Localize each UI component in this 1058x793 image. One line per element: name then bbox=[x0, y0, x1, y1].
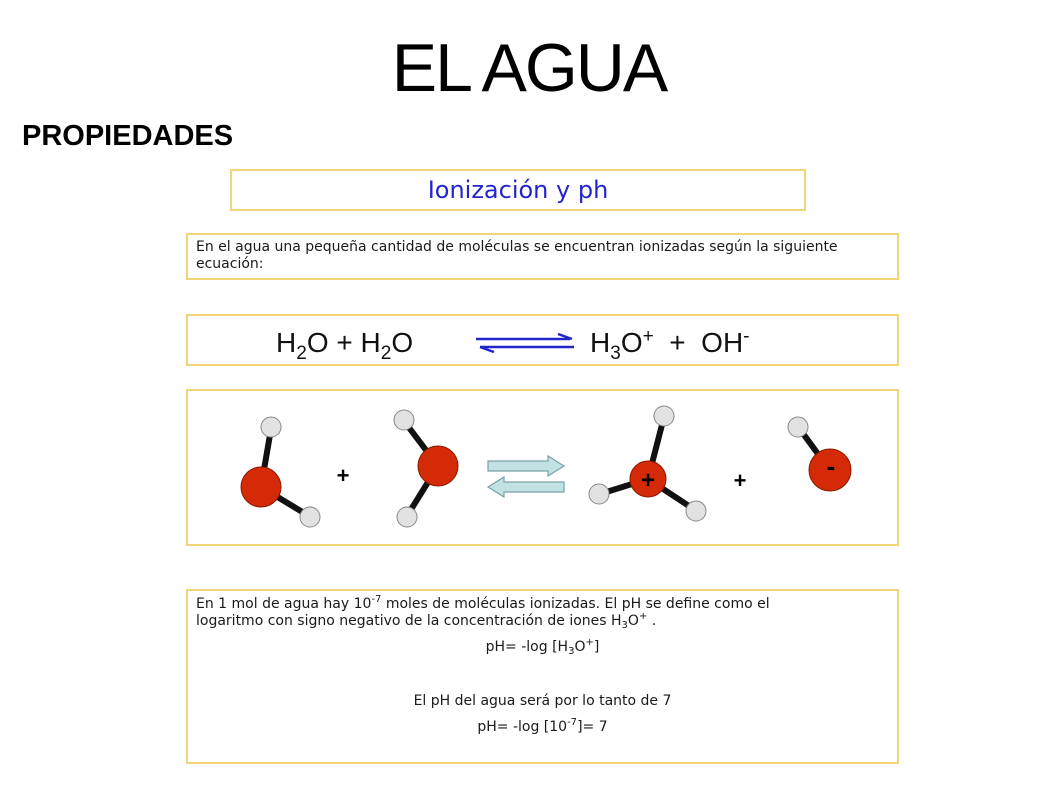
ph-explanation-box: En 1 mol de agua hay 10-7 moles de moléc… bbox=[186, 589, 899, 764]
hydrogen-atom-icon bbox=[653, 405, 675, 427]
ph-line-1: En 1 mol de agua hay 10-7 moles de moléc… bbox=[196, 594, 889, 613]
plus-sign-2: + bbox=[734, 468, 747, 493]
eq-o: O bbox=[620, 327, 643, 358]
slide-title: EL AGUA bbox=[391, 30, 669, 106]
ph-statement: El pH del agua será por lo tanto de 7 bbox=[196, 693, 889, 710]
eq-h: H bbox=[590, 327, 611, 358]
ph-text: moles de moléculas ionizadas. El pH se d… bbox=[381, 596, 770, 612]
hydrogen-atom-icon bbox=[299, 506, 321, 528]
ph-text: pH= -log [10 bbox=[477, 719, 568, 735]
topic-title: Ionización y ph bbox=[427, 176, 609, 204]
hydroxide-charge: - bbox=[827, 451, 836, 481]
ph-formula-2: pH= -log [10-7]= 7 bbox=[196, 717, 889, 736]
hydrogen-atom-icon bbox=[393, 409, 415, 431]
oxygen-atom-icon bbox=[808, 448, 852, 492]
block-equilibrium-arrows-icon bbox=[486, 454, 566, 499]
ph-text: pH= -log [H bbox=[485, 639, 569, 655]
hydroxide-ion: - bbox=[787, 416, 852, 492]
eq-h: H bbox=[276, 327, 297, 358]
eq-plus: + bbox=[328, 327, 361, 358]
water-molecule-2 bbox=[393, 409, 459, 528]
ph-line-2: logaritmo con signo negativo de la conce… bbox=[196, 611, 889, 631]
equilibrium-arrows-icon bbox=[476, 333, 574, 353]
eq-sub: 3 bbox=[610, 343, 621, 364]
eq-plus: + bbox=[653, 327, 702, 358]
section-heading: PROPIEDADES bbox=[22, 120, 234, 152]
molecules-box: + + + - bbox=[186, 389, 899, 546]
hydronium-charge: + bbox=[641, 467, 655, 494]
ph-text: ] bbox=[593, 639, 600, 655]
eq-sup: + bbox=[642, 326, 654, 347]
topic-title-box: Ionización y ph bbox=[230, 169, 806, 211]
ph-text: ]= 7 bbox=[577, 719, 608, 735]
ph-text: En 1 mol de agua hay 10 bbox=[196, 596, 372, 612]
ph-sup: + bbox=[638, 611, 648, 622]
eq-sub: 2 bbox=[296, 343, 307, 364]
water-molecule-1 bbox=[240, 416, 321, 528]
intro-text: En el agua una pequeña cantidad de moléc… bbox=[196, 239, 838, 272]
intro-text-box: En el agua una pequeña cantidad de moléc… bbox=[186, 233, 899, 280]
hydrogen-atom-icon bbox=[260, 416, 282, 438]
equation-box: H2O + H2O H3O+ + OH- bbox=[186, 314, 899, 366]
eq-sub: 2 bbox=[380, 343, 392, 364]
ph-text: El pH del agua será por lo tanto de 7 bbox=[413, 693, 672, 709]
molecule-diagram: + + + - bbox=[240, 405, 852, 528]
oxygen-atom-icon bbox=[629, 460, 667, 498]
equation-products: H3O+ + OH- bbox=[590, 326, 750, 363]
equation-reactants: H2O + H2O bbox=[276, 327, 414, 364]
ph-sup: -7 bbox=[567, 717, 578, 728]
ph-text: . bbox=[647, 613, 657, 629]
eq-h: H bbox=[360, 327, 381, 358]
eq-o: O bbox=[391, 327, 414, 358]
oxygen-atom-icon bbox=[240, 466, 282, 508]
hydrogen-atom-icon bbox=[787, 416, 809, 438]
ph-sup: -7 bbox=[371, 594, 382, 605]
ph-sup: + bbox=[585, 637, 594, 648]
ph-text: logaritmo con signo negativo de la conce… bbox=[196, 613, 622, 629]
ph-sub: 3 bbox=[568, 646, 575, 657]
ph-formula-1: pH= -log [H3O+] bbox=[196, 637, 889, 657]
eq-sup: - bbox=[743, 326, 750, 347]
hydrogen-atom-icon bbox=[396, 506, 418, 528]
ph-sub: 3 bbox=[621, 620, 628, 631]
hydrogen-atom-icon bbox=[588, 483, 610, 505]
hydrogen-atom-icon bbox=[685, 500, 707, 522]
eq-o: O bbox=[306, 327, 329, 358]
plus-sign-1: + bbox=[337, 463, 350, 488]
hydronium-ion: + bbox=[588, 405, 707, 522]
oxygen-atom-icon bbox=[417, 445, 459, 487]
ph-text: O bbox=[574, 639, 586, 655]
ph-text: O bbox=[627, 613, 639, 629]
eq-oh: OH bbox=[701, 327, 744, 358]
